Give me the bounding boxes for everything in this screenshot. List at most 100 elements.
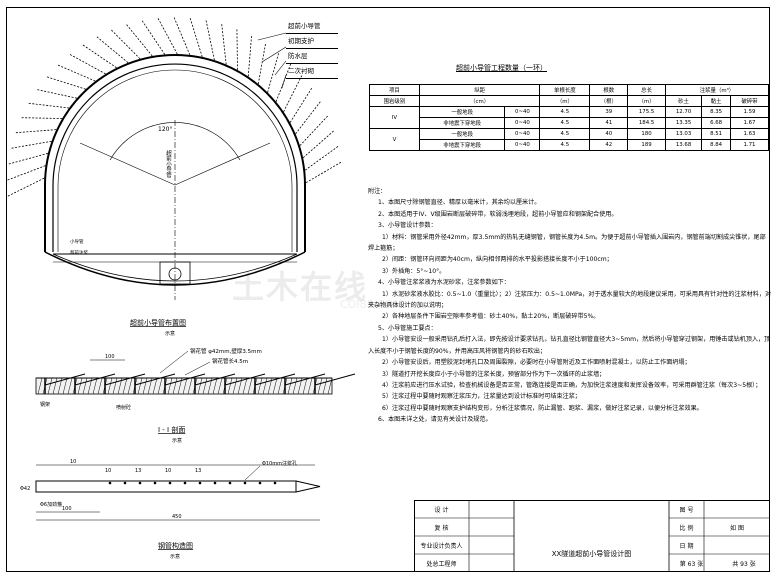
profile-drawing: 100 钢花管 φ42mm,壁厚3.5mm 钢花管长4.5m 钢架 喷射砼 I … [35,347,356,444]
angle-label: 120° [158,126,172,133]
spray-label: 喷射砼 [116,404,131,411]
table-header: 根数 [589,84,629,96]
spacing-cell: 0~40 [504,106,541,118]
type-cell: 非地震下穿地段 [418,139,506,151]
pipe-dim-3: 13 [195,468,201,474]
table-header: 纵距 [418,84,541,96]
outer-lining [44,54,306,252]
scale-label: 比 例 [679,524,694,532]
sand-cell: 12.70 [664,106,703,118]
note-line: 2）间距：钢管环向间距为40cm，纵向相邻两排的水平投影搭接长度不小于100cm… [382,256,613,264]
sand-cell: 13.35 [664,117,703,129]
grade-cell: IV [369,106,420,129]
table-header: （根） [589,95,629,107]
left-label-2: 超前注浆 [70,249,88,256]
count-cell: 41 [589,117,629,129]
type-cell: 一般地段 [418,128,506,140]
pipe-spec-label: 钢花管 φ42mm,壁厚3.5mm [190,347,262,355]
legend-item-3: 二次衬砌 [286,64,338,79]
pipe-side-dim: Φ42 [20,486,30,492]
left-label-1: 小导管 [70,238,84,245]
scale-value: 如 图 [730,524,744,532]
review-label: 复 核 [434,524,449,532]
clay-cell: 8.84 [701,139,731,151]
inner-lining-2 [57,69,293,252]
watermark-sub: COI88.COM [340,298,403,311]
inner-lining [52,63,298,252]
note-line: 附注： [368,188,387,195]
count-cell: 39 [589,106,629,118]
date-label: 日 期 [679,542,694,550]
note-line: 4、小导管注浆浆液为水泥砂浆，注浆参数如下： [378,279,510,287]
legend-item-2: 防水层 [286,49,338,64]
table-header: 破碎带 [729,95,770,107]
table-header: 总长 [627,84,666,96]
len-cell: 4.5 [539,106,591,118]
broken-cell: 1.59 [729,106,770,118]
note-line: 1）水泥砂浆液水胶比：0.5~1.0（重量比）；2）注浆压力：0.5~1.0MP… [382,290,772,298]
total-cell: 175.5 [627,106,666,118]
len-cell: 4.5 [539,139,591,151]
clay-cell: 6.68 [701,117,731,129]
title-block: 设 计 复 核 专业设计负责人 处总工程师 XX隧道超前小导管设计图 图 号 比… [414,500,770,572]
note-line: 6、本图未详之处，请见有关设计及规范。 [378,416,492,424]
pipe-dim-top: 10 [70,459,76,465]
pipe-left-label: Φ6加劲箍 [40,501,62,508]
profile-dim-100: 100 [105,354,115,360]
note-line: 2、本图适用于IV、V级围岩断层破碎带，软弱浅埋地段，超前小导管应和钢架配合使用… [378,210,618,218]
note-line: 2）小导管安设后，用塑胶泥封堵孔口及周围裂隙，必要时在小导管附近及工作面喷射混凝… [382,359,691,367]
note-line: 5、小导管施工要点： [378,324,437,332]
drawing-no-label: 图 号 [679,506,694,514]
note-line: 6）注浆过程中要随时观察支护结构变形，分析注浆情况，防止漏管、跑浆、漏浆，做好注… [382,404,703,412]
count-cell: 42 [589,139,629,151]
invert-arc [44,251,306,286]
pipe-dim-2: 10 [165,468,171,474]
table-row: IV 一般地段 0~40 4.5 39 175.5 12.70 8.35 1.5… [369,106,770,129]
pipe-bottom-dim: 100 [62,506,72,512]
pipe-dim-0: 10 [105,468,111,474]
legend-item-1: 初期支护 [286,34,338,49]
lead-label: 专业设计负责人 [420,542,463,550]
invert-arc-inner [52,253,298,282]
table-header: 注浆量（m³） [664,84,770,96]
table-row: 非地震下穿地段 0~40 4.5 42 189 13.68 8.84 1.71 [370,139,770,151]
note-line: 4）注浆前应进行压水试验，检查机械设备是否正常，管路连接是否正确，为加快注浆速度… [382,381,762,389]
note-line: 2）各种地层条件下围岩空隙率参考值：砂土40%，黏土20%，断层破碎带5%。 [382,313,600,321]
legend-item-0: 超前小导管 [286,19,338,34]
broken-cell: 1.71 [729,139,770,151]
table-title: 超前小导管工程数量（一环） [456,64,547,72]
note-line: 焊上箍筋； [368,245,399,253]
note-line: 3、小导管设计参数： [378,222,437,230]
table-header: （m） [627,95,666,107]
broken-cell: 1.63 [729,128,770,140]
design-label: 设 计 [434,506,449,514]
table-header: 黏土 [701,95,731,107]
total-cell: 184.5 [627,117,666,129]
hole-label: Φ10mm注浆孔 [262,460,297,467]
section-title: 超前小导管布置图 [130,318,186,327]
chief-label: 处总工程师 [426,560,457,568]
profile-title: I - I 剖面 [158,425,185,434]
legend-box: 超前小导管 初期支护 防水层 二次衬砌 [286,19,338,79]
sand-cell: 13.03 [664,128,703,140]
note-line: 3）隧道打开挖长度应小于小导管的注浆长度，预留部分作为下一次循环的止浆墙； [382,370,606,378]
note-line: 1）小导管安设一般采用钻孔后打入法，即先按设计要求钻孔，钻孔直径比钢管直径大3~… [382,336,771,344]
spacing-cell: 0~40 [504,117,541,129]
pipe-detail-drawing: 10 10 13 10 13 Φ10mm注浆孔 Φ6加劲箍 Φ42 100 45… [20,459,321,560]
type-cell: 非地震下穿地段 [418,117,506,129]
table-header: （m） [539,95,591,107]
note-line: 1、本图尺寸除钢管直径、精厚以毫米计，其余均以厘米计。 [378,199,541,207]
watermark: 土木在线 [232,268,369,306]
note-line: 1）材料：钢管采用外径42mm，厚3.5mm的热轧无缝钢管，钢管长度为4.5m。… [382,233,766,241]
table-row: V 一般地段 0~40 4.5 40 180 13.03 8.51 1.63 [369,128,770,151]
sheet-total: 共 93 张 [732,560,756,568]
count-cell: 40 [589,128,629,140]
type-cell: 一般地段 [418,106,506,118]
section-scale: 示意 [165,330,175,337]
sand-cell: 13.68 [664,139,703,151]
clay-cell: 8.35 [701,106,731,118]
pipe-length-label: 钢花管长4.5m [212,357,248,365]
notes-block: 附注： 1、本图尺寸除钢管直径、精厚以毫米计，其余均以厘米计。 2、本图适用于I… [368,186,772,426]
total-cell: 180 [627,128,666,140]
